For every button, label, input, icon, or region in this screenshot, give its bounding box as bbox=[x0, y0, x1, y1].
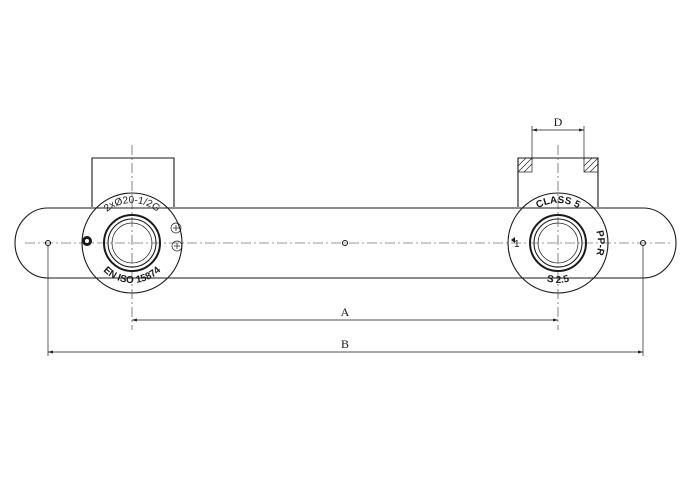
right-fitting-markings: CLASS 5 PP-R S 2.5 1 bbox=[511, 195, 606, 286]
date-clock-icon-lower bbox=[171, 240, 183, 252]
date-clock-icon-upper bbox=[170, 222, 182, 234]
right-marking-bottom: S 2.5 bbox=[546, 274, 571, 287]
left-socket-neck bbox=[91, 157, 175, 207]
dimension-a-label: A bbox=[341, 305, 350, 319]
flow-arrow-icon bbox=[511, 237, 515, 243]
center-lines bbox=[25, 145, 670, 330]
mounting-hole-center bbox=[341, 239, 349, 247]
dimension-d-label: D bbox=[554, 115, 563, 129]
dimension-b: B bbox=[47, 246, 644, 356]
dimension-a: A bbox=[132, 305, 558, 322]
flow-arrow-label: 1 bbox=[514, 239, 520, 250]
right-marking-top: CLASS 5 bbox=[534, 195, 582, 211]
mounting-hole-left bbox=[44, 239, 52, 247]
dimension-b-label: B bbox=[341, 337, 349, 351]
right-marking-side: PP-R bbox=[593, 229, 606, 257]
mounting-hole-right bbox=[639, 239, 647, 247]
recycle-icon bbox=[82, 236, 92, 246]
thread-hatch bbox=[517, 157, 599, 173]
dimension-d: D bbox=[531, 115, 585, 160]
